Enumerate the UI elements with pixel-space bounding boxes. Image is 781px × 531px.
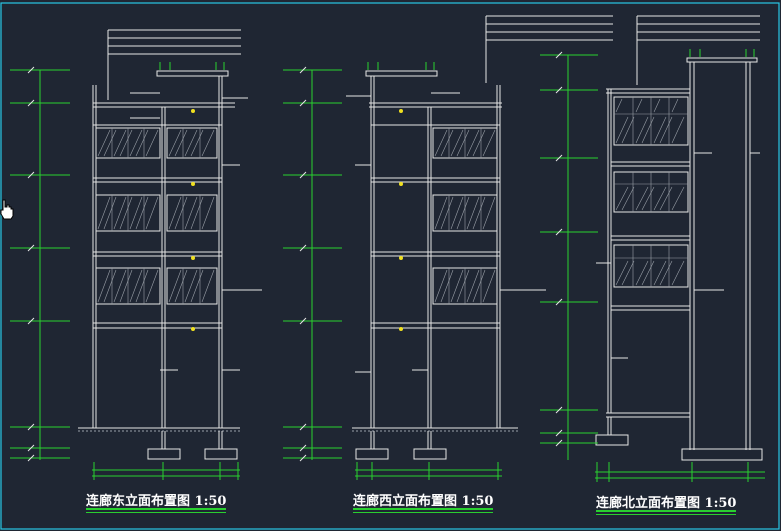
north-elevation: [595, 15, 763, 461]
elevation-markers: [191, 109, 403, 331]
west-caption-underline-thin: [353, 512, 493, 513]
north-caption-underline: [596, 510, 736, 512]
hand-cursor-icon: [0, 199, 14, 220]
west-elevation: [346, 15, 613, 460]
east-caption-underline-thin: [86, 512, 226, 513]
north-caption-underline-thin: [596, 514, 736, 515]
east-elevation: [78, 29, 262, 460]
dimension-lines: [10, 49, 765, 482]
east-caption-underline: [86, 508, 226, 510]
east-elevation-caption: 连廊东立面布置图 1:50: [86, 494, 227, 509]
west-elevation-caption: 连廊西立面布置图 1:50: [353, 494, 494, 509]
west-caption-underline: [353, 508, 493, 510]
north-elevation-caption: 连廊北立面布置图 1:50: [596, 496, 737, 511]
dimension-ticks: [27, 51, 563, 462]
